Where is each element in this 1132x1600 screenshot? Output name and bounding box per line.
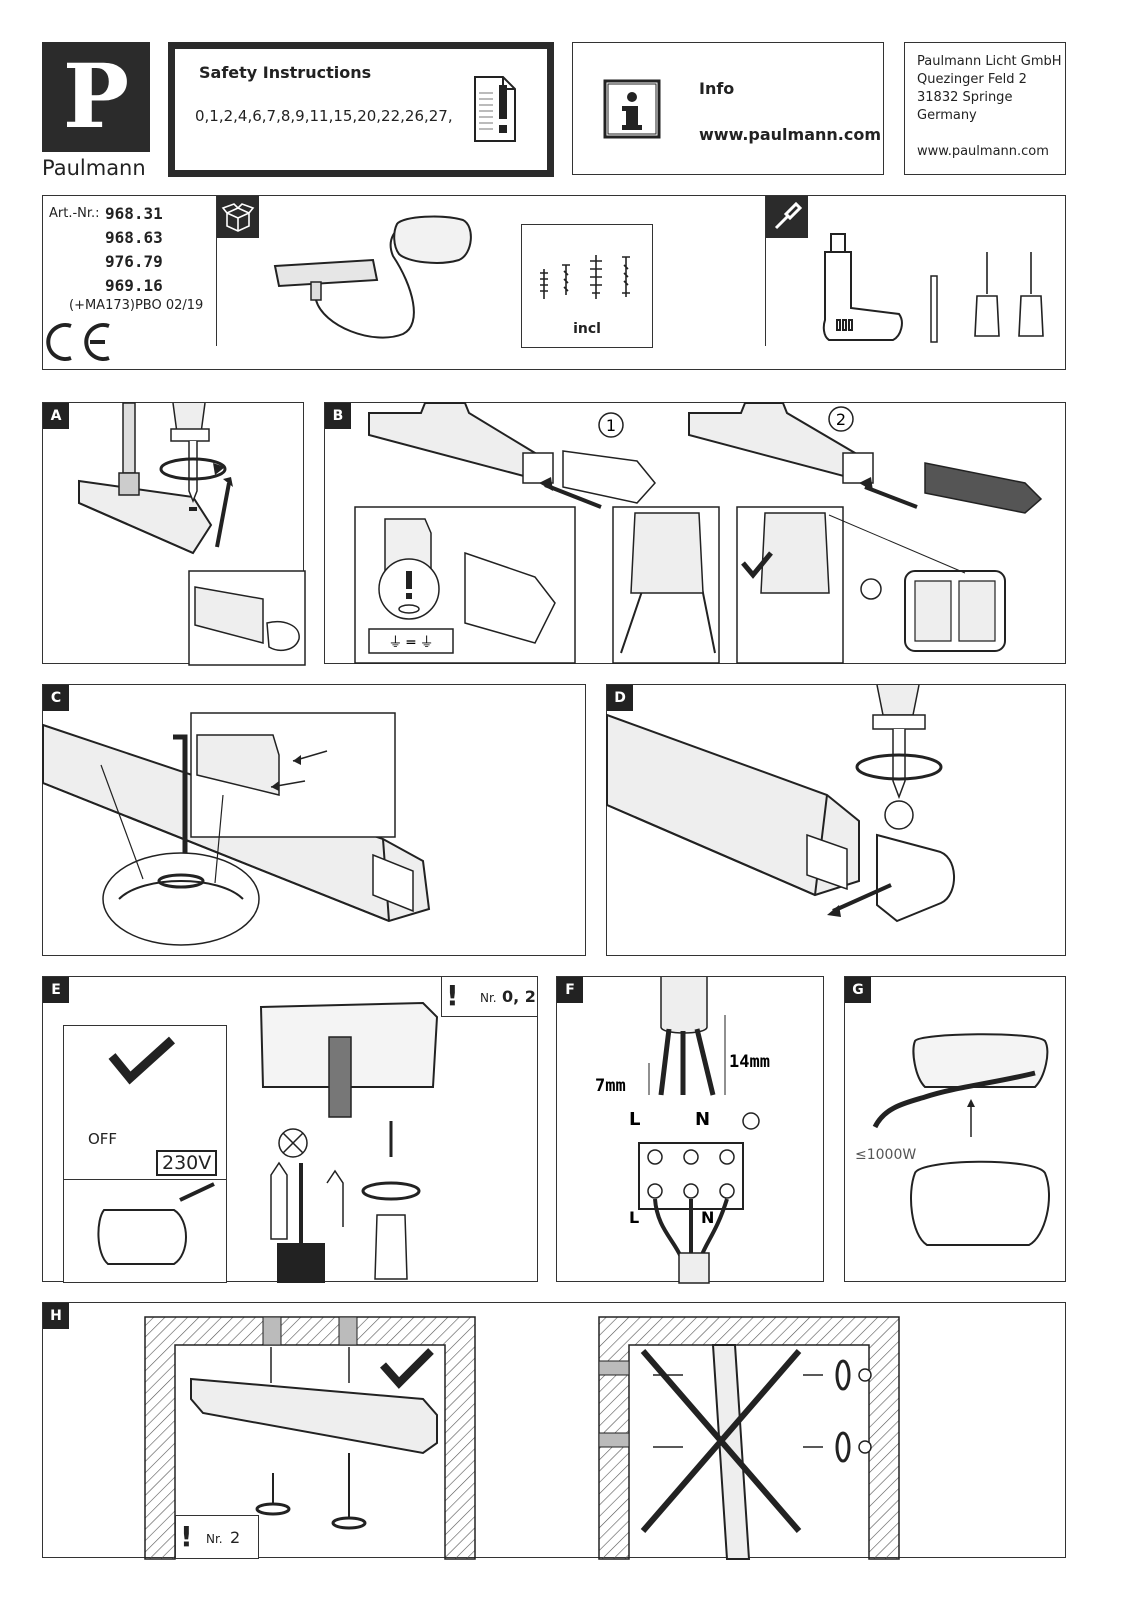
power-limit: ≤1000W [855, 1147, 917, 1163]
panel-f: F 7mm 14mm L N L N [556, 976, 824, 1284]
panel-label: F [557, 977, 583, 1003]
correct-mounting-illustration [144, 1316, 476, 1560]
panel-c-illustration [42, 712, 431, 946]
article-number: 969.16 [105, 276, 163, 295]
logo-letter: P [62, 44, 130, 148]
panel-d: D [606, 684, 1066, 956]
document-warning-icon [474, 76, 516, 142]
voltage-label: 230V [156, 1150, 218, 1176]
tools-illustration [822, 233, 1044, 343]
terminal-label-l: L [629, 1208, 639, 1227]
note-nr: Nr. [206, 1532, 223, 1546]
incl-label: incl [573, 321, 601, 337]
wire-label-n: N [695, 1109, 710, 1130]
screw-set-icon [540, 255, 630, 299]
safety-title: Safety Instructions [199, 63, 372, 82]
info-box: Info www.paulmann.com [572, 42, 884, 175]
panel-e: E ! Nr. 0, 2 OFF 230V [42, 976, 538, 1283]
screws-included-box: incl [521, 224, 653, 348]
panel-label: E [43, 977, 69, 1003]
panel-label: G [845, 977, 871, 1003]
cover-removal-box [63, 1179, 227, 1283]
article-number: 976.79 [105, 252, 163, 271]
article-number: 968.31 [105, 204, 163, 223]
ce-mark [46, 323, 110, 361]
article-number: 968.63 [105, 228, 163, 247]
parts-panel: Art.-Nr.: 968.31 968.63 976.79 969.16 (+… [42, 195, 1066, 370]
panel-label: B [325, 403, 351, 429]
note-nr: Nr. [480, 991, 497, 1005]
svg-text:⏚ ═ ⏚: ⏚ ═ ⏚ [388, 635, 433, 651]
warning-icon: ! [180, 1520, 193, 1553]
terminal-label-n: N [701, 1208, 714, 1227]
info-url[interactable]: www.paulmann.com [699, 125, 881, 144]
panel-a: A [42, 402, 306, 666]
safety-box: Safety Instructions 0,1,2,4,6,7,8,9,11,1… [168, 42, 554, 177]
panel-label: D [607, 685, 633, 711]
panel-c: C [42, 684, 586, 956]
screwdriver-icon [766, 196, 808, 238]
panel-b-illustration: 1 2 ⏚ ═ ⏚ [354, 402, 1043, 664]
note-box: ! Nr. 0, 2 [441, 977, 537, 1017]
mounting-illustration [259, 1001, 439, 1283]
strip-length-long: 14mm [729, 1052, 770, 1072]
step-number: 1 [606, 416, 616, 435]
wiring-illustration: 7mm 14mm L N L N [595, 977, 770, 1284]
panel-d-illustration [606, 684, 955, 923]
address-web[interactable]: www.paulmann.com [917, 144, 1049, 159]
article-numbers: 968.31 968.63 976.79 969.16 [105, 202, 163, 298]
info-title: Info [699, 79, 735, 98]
switch-off-box: OFF 230V [63, 1025, 227, 1181]
note-value: 2 [230, 1528, 241, 1547]
step-number: 2 [836, 410, 846, 429]
panel-label: H [43, 1303, 69, 1329]
article-label: Art.-Nr.: [49, 206, 100, 221]
feed-in-connector-illustration [273, 215, 472, 339]
safety-numbers: 0,1,2,4,6,7,8,9,11,15,20,22,26,27, [195, 107, 453, 125]
address-city: 31832 Springe [917, 90, 1013, 105]
strip-length-short: 7mm [595, 1076, 626, 1096]
cross-icon [640, 1349, 802, 1533]
address-street: Quezinger Feld 2 [917, 72, 1027, 87]
drill-bit-icon [930, 275, 938, 343]
panel-g: G ≤1000W [844, 976, 1066, 1282]
paulmann-logo: P [42, 42, 150, 152]
info-icon [603, 79, 661, 139]
checkmark-icon [108, 1036, 176, 1085]
incorrect-mounting-illustration [598, 1316, 900, 1560]
address-block: Paulmann Licht GmbH Quezinger Feld 2 318… [917, 53, 1062, 161]
article-code: (+MA173)PBO 02/19 [69, 298, 204, 313]
screwdriver-cross-icon [1018, 252, 1044, 337]
panel-a-illustration [78, 402, 306, 666]
off-label: OFF [88, 1130, 118, 1148]
cover-closing-illustration [872, 1033, 1050, 1246]
box-icon [217, 196, 259, 238]
panel-h: H ! Nr. 2 [42, 1302, 1066, 1560]
panel-label: C [43, 685, 69, 711]
note-box: ! Nr. 2 [175, 1515, 259, 1559]
drill-icon [822, 233, 903, 341]
warning-icon: ! [446, 979, 459, 1012]
note-values: 0, 2 [502, 987, 536, 1006]
address-country: Germany [917, 108, 977, 123]
address-box: Paulmann Licht GmbH Quezinger Feld 2 318… [904, 42, 1066, 175]
panel-label: A [43, 403, 69, 429]
ground-icon [742, 1112, 760, 1130]
panel-b: B 1 2 ⏚ ═ ⏚ [324, 402, 1066, 664]
screwdriver-flat-icon [974, 252, 1000, 337]
address-company: Paulmann Licht GmbH [917, 54, 1062, 69]
brand-name: Paulmann [42, 156, 146, 180]
wire-label-l: L [629, 1109, 640, 1130]
